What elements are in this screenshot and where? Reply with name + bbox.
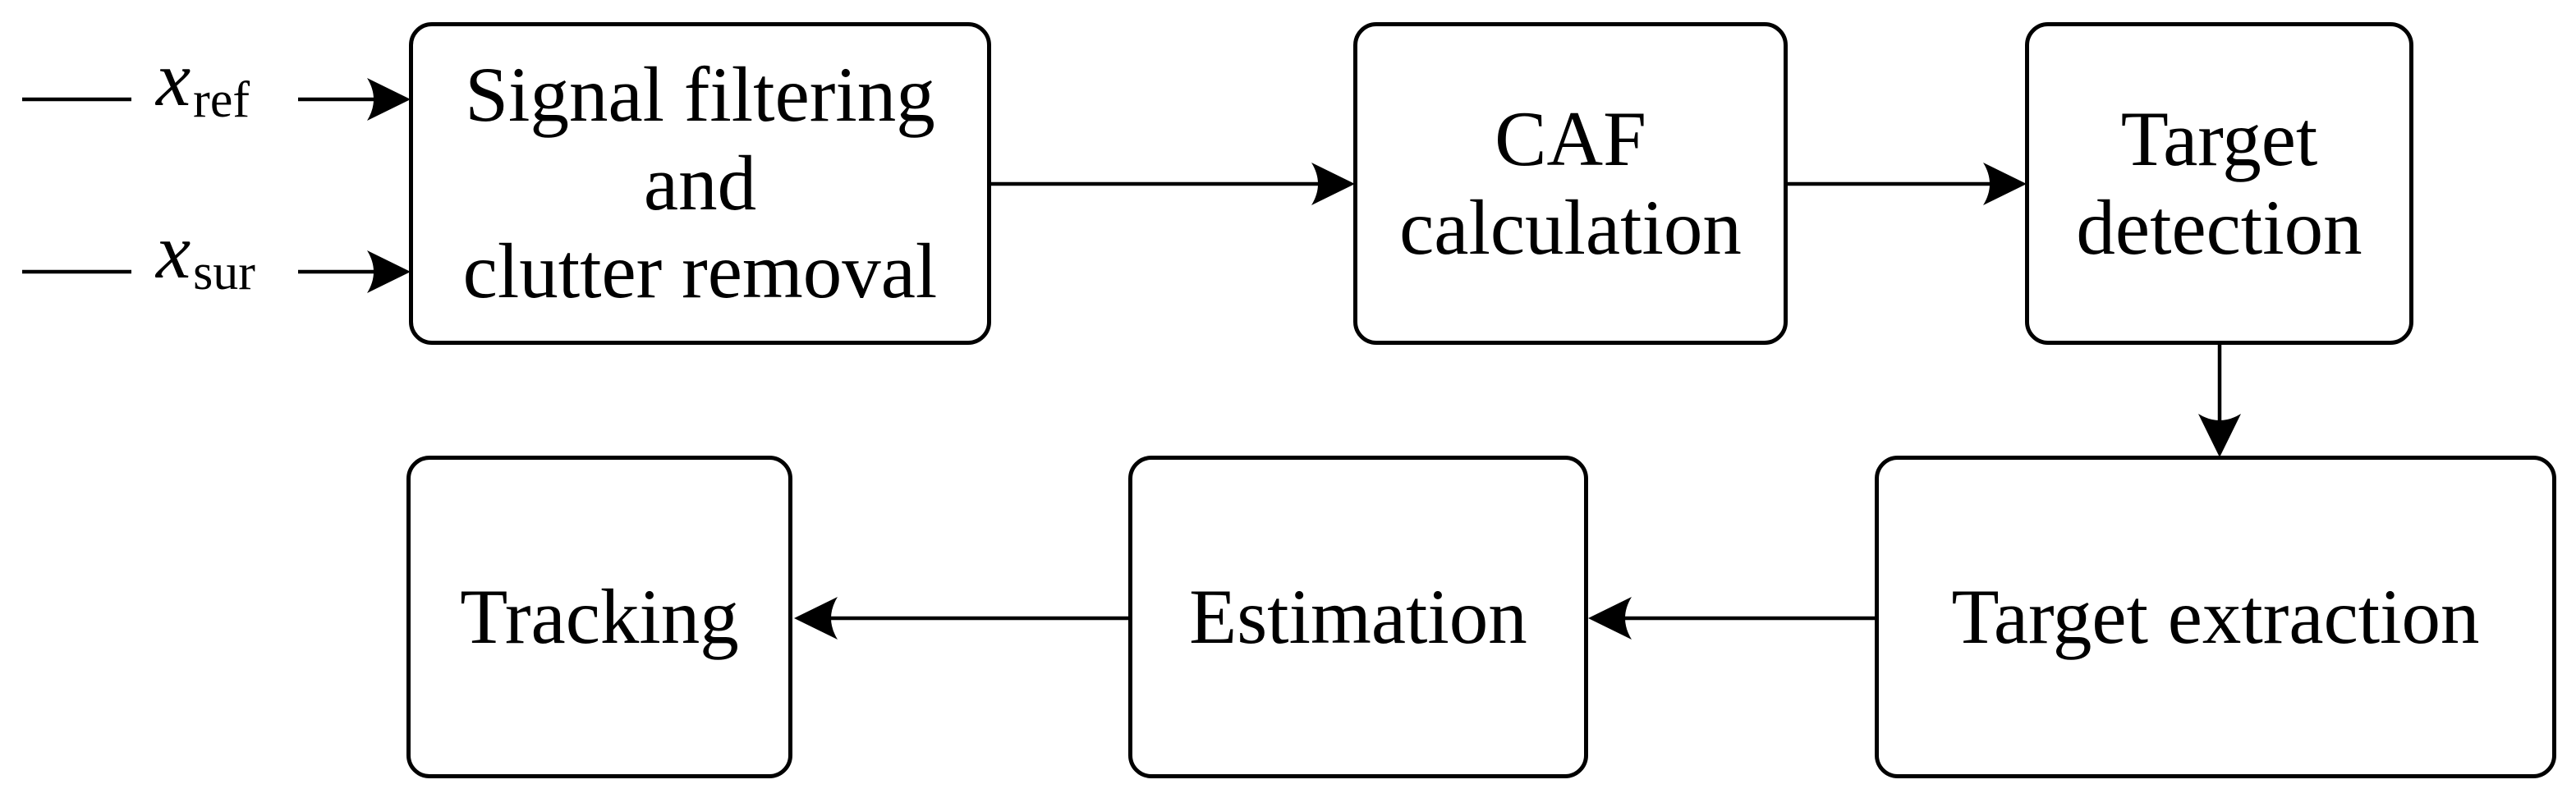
xref-variable: x	[156, 35, 191, 122]
block-target-extraction: Target extraction	[1875, 456, 2556, 778]
arrowhead-extraction-to-estimation-icon	[1588, 597, 1632, 640]
xsur-variable: x	[156, 208, 191, 295]
input-label-xsur: xsur	[156, 213, 255, 299]
block-caf-calculation-line2: calculation	[1399, 183, 1742, 271]
block-estimation: Estimation	[1128, 456, 1588, 778]
block-tracking: Tracking	[406, 456, 792, 778]
block-signal-filtering-line2: and	[643, 139, 757, 227]
arrowhead-estimation-to-tracking-icon	[794, 597, 838, 640]
arrowhead-detection-to-extraction-icon	[2198, 414, 2241, 457]
block-target-detection-line1: Target	[2120, 95, 2318, 183]
block-target-extraction-line1: Target extraction	[1951, 572, 2480, 660]
block-target-detection: Target detection	[2025, 22, 2413, 345]
block-tracking-line1: Tracking	[460, 572, 739, 660]
block-caf-calculation-line1: CAF	[1495, 95, 1646, 183]
block-estimation-line1: Estimation	[1189, 572, 1527, 660]
block-caf-calculation: CAF calculation	[1353, 22, 1788, 345]
block-signal-filtering-line1: Signal filtering	[465, 51, 935, 139]
xsur-arrowhead-icon	[367, 250, 411, 293]
arrowhead-caf-to-detection-icon	[1983, 163, 2027, 205]
arrowhead-filtering-to-caf-icon	[1311, 163, 1355, 205]
xref-arrowhead-icon	[367, 78, 411, 121]
input-label-xref: xref	[156, 40, 250, 126]
xref-subscript: ref	[193, 72, 250, 128]
block-signal-filtering-line3: clutter removal	[462, 227, 938, 315]
block-target-detection-line2: detection	[2076, 183, 2362, 271]
xsur-subscript: sur	[193, 245, 255, 300]
block-signal-filtering: Signal filtering and clutter removal	[409, 22, 991, 345]
